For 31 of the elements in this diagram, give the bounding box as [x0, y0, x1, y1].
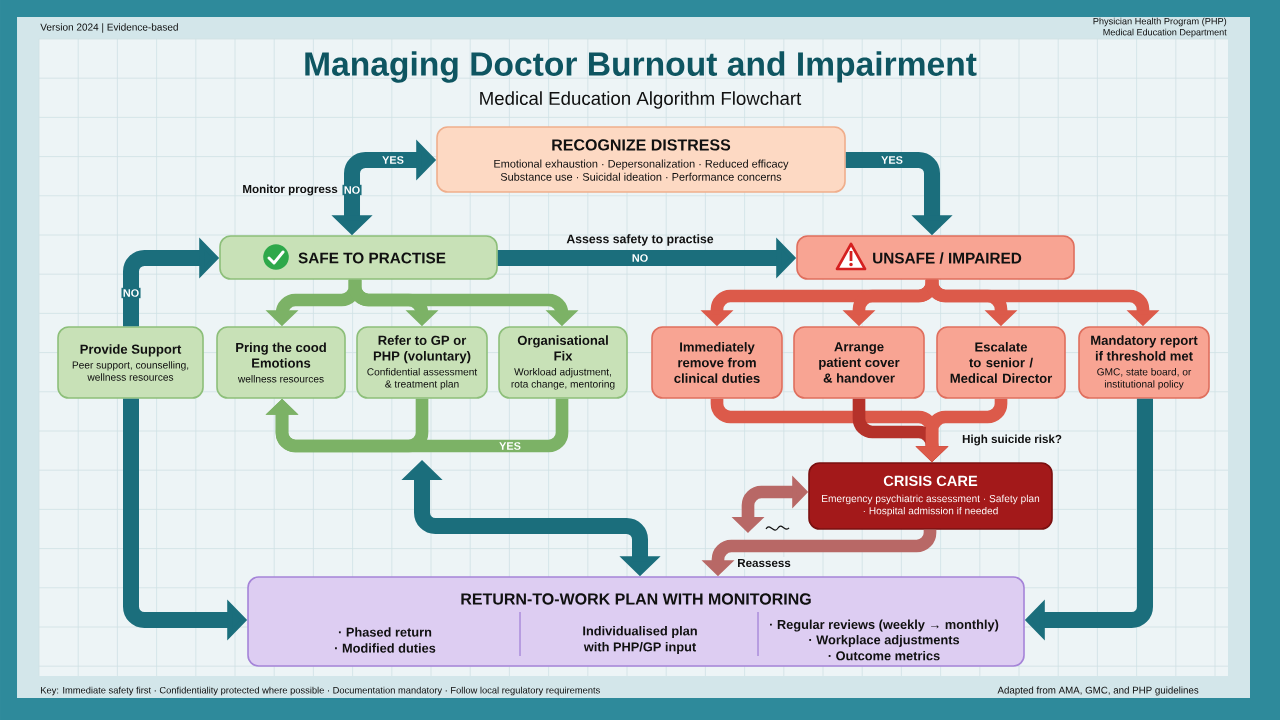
annotation: Monitor progress	[243, 184, 338, 196]
header-text: Medical Education Department	[1103, 28, 1227, 38]
symptom-box: RECOGNIZE DISTRESS Emotional exhaustion · Depersonalization · Reduced efficacy Substance use · Suicidal ideation · Performance concerns	[436, 126, 846, 193]
edge-label: YES	[879, 154, 905, 166]
action-box: Arrange patient cover & handover	[793, 326, 925, 399]
arrow	[265, 398, 569, 453]
action-box: Pring the cood Emotions wellness resources	[216, 326, 346, 399]
bullet-list: · Phased return · Modified duties	[335, 627, 436, 653]
action-box: Organisational Fix Workload adjustment, rota change, mentoring	[498, 326, 628, 399]
edge-label: YES	[497, 440, 523, 452]
plan-text: Individualised plan with PHP/GP input	[583, 626, 697, 654]
status-box: SAFE TO PRACTISE	[219, 235, 498, 280]
answer-label: NO	[342, 184, 362, 196]
action-box: Escalate to senior / Medical Director	[936, 326, 1066, 399]
action-box: Mandatory report if threshold met GMC, state board, or institutional policy	[1078, 326, 1210, 399]
subtitle: Medical Education Algorithm Flowchart	[480, 91, 802, 109]
bullet-list: · Regular reviews (weekly → monthly) · Workplace adjustments · Outcome metrics	[770, 619, 999, 661]
action-box: Provide Support Peer support, counselling, wellness resources	[57, 326, 204, 399]
version-note: Version 2024 | Evidence-based	[40, 23, 178, 33]
header-text: Physician Health Program (PHP)	[1093, 17, 1227, 27]
title: Managing Doctor Burnout and Impairment	[305, 51, 977, 83]
crisis-box: CRISIS CARE Emergency psychiatric assessment · Safety plan · Hospital admission if needed	[808, 462, 1053, 530]
edge-label: NO	[121, 287, 141, 299]
status-box: UNSAFE / IMPAIRED	[796, 235, 1075, 280]
edge-label: YES	[380, 154, 406, 166]
action-box: Refer to GP or PHP (voluntary) Confidential assessment & treatment plan	[356, 326, 488, 399]
edge-label: NO	[630, 252, 650, 264]
annotation: Assess safety to practise	[566, 234, 714, 246]
action-box: Immediately remove from clinical duties	[651, 326, 783, 399]
source-note: Adapted from AMA, GMC, and PHP guidelines	[997, 686, 1199, 696]
footnote: Key: Immediate safety first · Confidentiality protected where possible · Documentation mandatory · Follow local regulatory requirements	[41, 686, 600, 696]
